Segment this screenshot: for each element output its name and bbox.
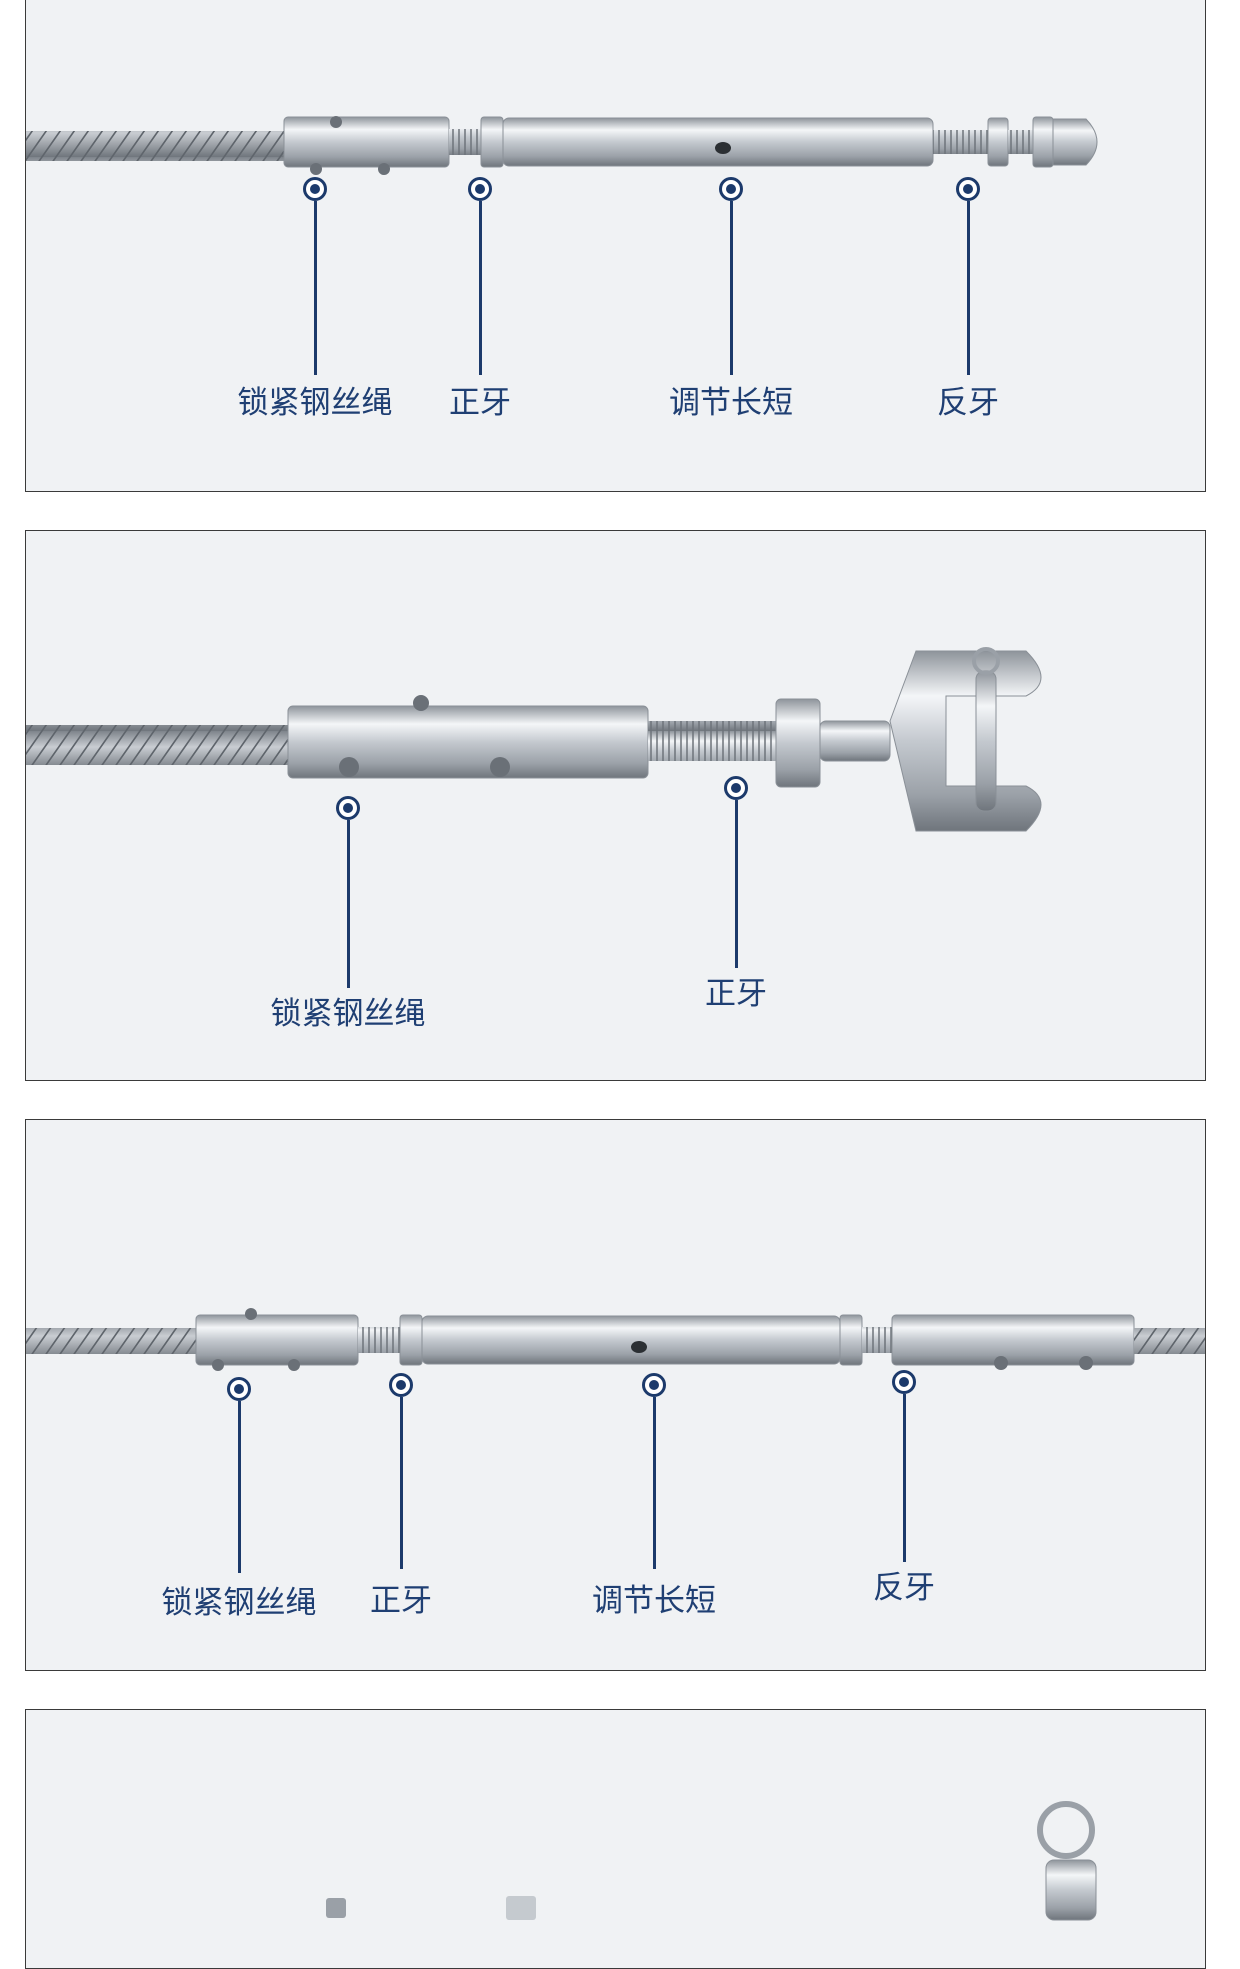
callout-label: 锁紧钢丝绳 <box>237 385 393 421</box>
rope-lock-sleeve <box>195 1314 359 1366</box>
callout-line <box>313 201 317 375</box>
callout-marker <box>642 1373 666 1397</box>
set-screw <box>339 757 359 777</box>
product-photo-panel-2: 锁紧钢丝绳 正牙 <box>25 530 1206 1081</box>
callout-line <box>399 1397 403 1569</box>
hex-nut <box>506 1896 536 1920</box>
callout-marker <box>303 177 327 201</box>
callout-line <box>478 201 482 375</box>
cap-nut <box>1052 118 1098 166</box>
steel-wire-rope <box>26 725 288 765</box>
swivel-head <box>1045 1859 1097 1921</box>
set-screw <box>212 1359 224 1371</box>
turnbuckle-body <box>421 1315 841 1365</box>
callout-marker <box>468 177 492 201</box>
callout-marker <box>336 796 360 820</box>
callout-line <box>237 1401 241 1573</box>
rope-lock-sleeve <box>283 116 450 168</box>
callout-label: 反牙 <box>873 1570 935 1606</box>
product-photo-panel-1: 锁紧钢丝绳 正牙 调节长短 反牙 <box>25 0 1206 492</box>
callout-label: 调节长短 <box>592 1583 716 1619</box>
turnbuckle-rope-terminal-photo <box>26 116 1098 175</box>
callout-label: 锁紧钢丝绳 <box>161 1585 317 1621</box>
turnbuckle-body <box>502 117 934 167</box>
key-ring <box>1037 1801 1095 1859</box>
right-hand-thread <box>358 1327 400 1353</box>
callout-marker <box>389 1373 413 1397</box>
set-screw <box>490 757 510 777</box>
callout-marker <box>892 1370 916 1394</box>
callout-line <box>652 1397 656 1569</box>
jaw-fork <box>889 650 1042 832</box>
callout-label: 正牙 <box>370 1583 432 1619</box>
set-screw <box>1079 1356 1093 1370</box>
hex-nut <box>987 117 1009 167</box>
hex-nut <box>1032 116 1054 168</box>
swivel-terminal-photo <box>326 1801 1097 1921</box>
callout-label: 反牙 <box>937 385 999 421</box>
hex-nut <box>775 698 821 788</box>
callout-marker <box>227 1377 251 1401</box>
callout-label: 正牙 <box>705 976 767 1012</box>
right-hand-thread <box>648 721 776 761</box>
left-hand-thread <box>1008 130 1033 154</box>
body-hole <box>715 142 731 154</box>
left-hand-thread <box>862 1327 892 1353</box>
product-photo-panel-3: 锁紧钢丝绳 正牙 调节长短 反牙 <box>25 1119 1206 1671</box>
hex-nut <box>480 116 504 168</box>
callout-line <box>966 201 970 375</box>
double-rope-turnbuckle-photo <box>26 1308 1205 1371</box>
callout-line <box>346 820 350 988</box>
callout-label: 调节长短 <box>669 385 793 421</box>
product-photo-panel-4 <box>25 1709 1206 1969</box>
set-screw <box>994 1356 1008 1370</box>
jaw-pin <box>975 670 997 812</box>
set-screw <box>330 116 342 128</box>
right-hand-thread <box>449 129 481 155</box>
callout-marker <box>956 177 980 201</box>
set-screw <box>378 163 390 175</box>
set-screw <box>245 1308 257 1320</box>
split-pin-ring <box>972 647 1000 675</box>
steel-wire-rope <box>26 131 288 161</box>
body-hole <box>631 1341 647 1353</box>
callout-marker <box>724 776 748 800</box>
set-screw <box>288 1359 300 1371</box>
left-hand-thread <box>933 130 988 154</box>
callout-marker <box>719 177 743 201</box>
callout-line <box>729 201 733 375</box>
jaw-terminal-photo <box>26 647 1042 832</box>
set-screw <box>310 163 322 175</box>
rope-lock-sleeve <box>891 1314 1135 1366</box>
steel-wire-rope <box>1134 1328 1205 1354</box>
callout-line <box>734 800 738 968</box>
hex-nut <box>839 1314 863 1366</box>
set-screw <box>413 695 429 711</box>
callout-label: 正牙 <box>449 385 511 421</box>
set-screw <box>326 1898 346 1918</box>
callout-line <box>902 1394 906 1562</box>
callout-label: 锁紧钢丝绳 <box>270 996 426 1032</box>
hex-nut <box>399 1314 423 1366</box>
jaw-neck <box>819 720 891 762</box>
steel-wire-rope <box>26 1328 196 1354</box>
